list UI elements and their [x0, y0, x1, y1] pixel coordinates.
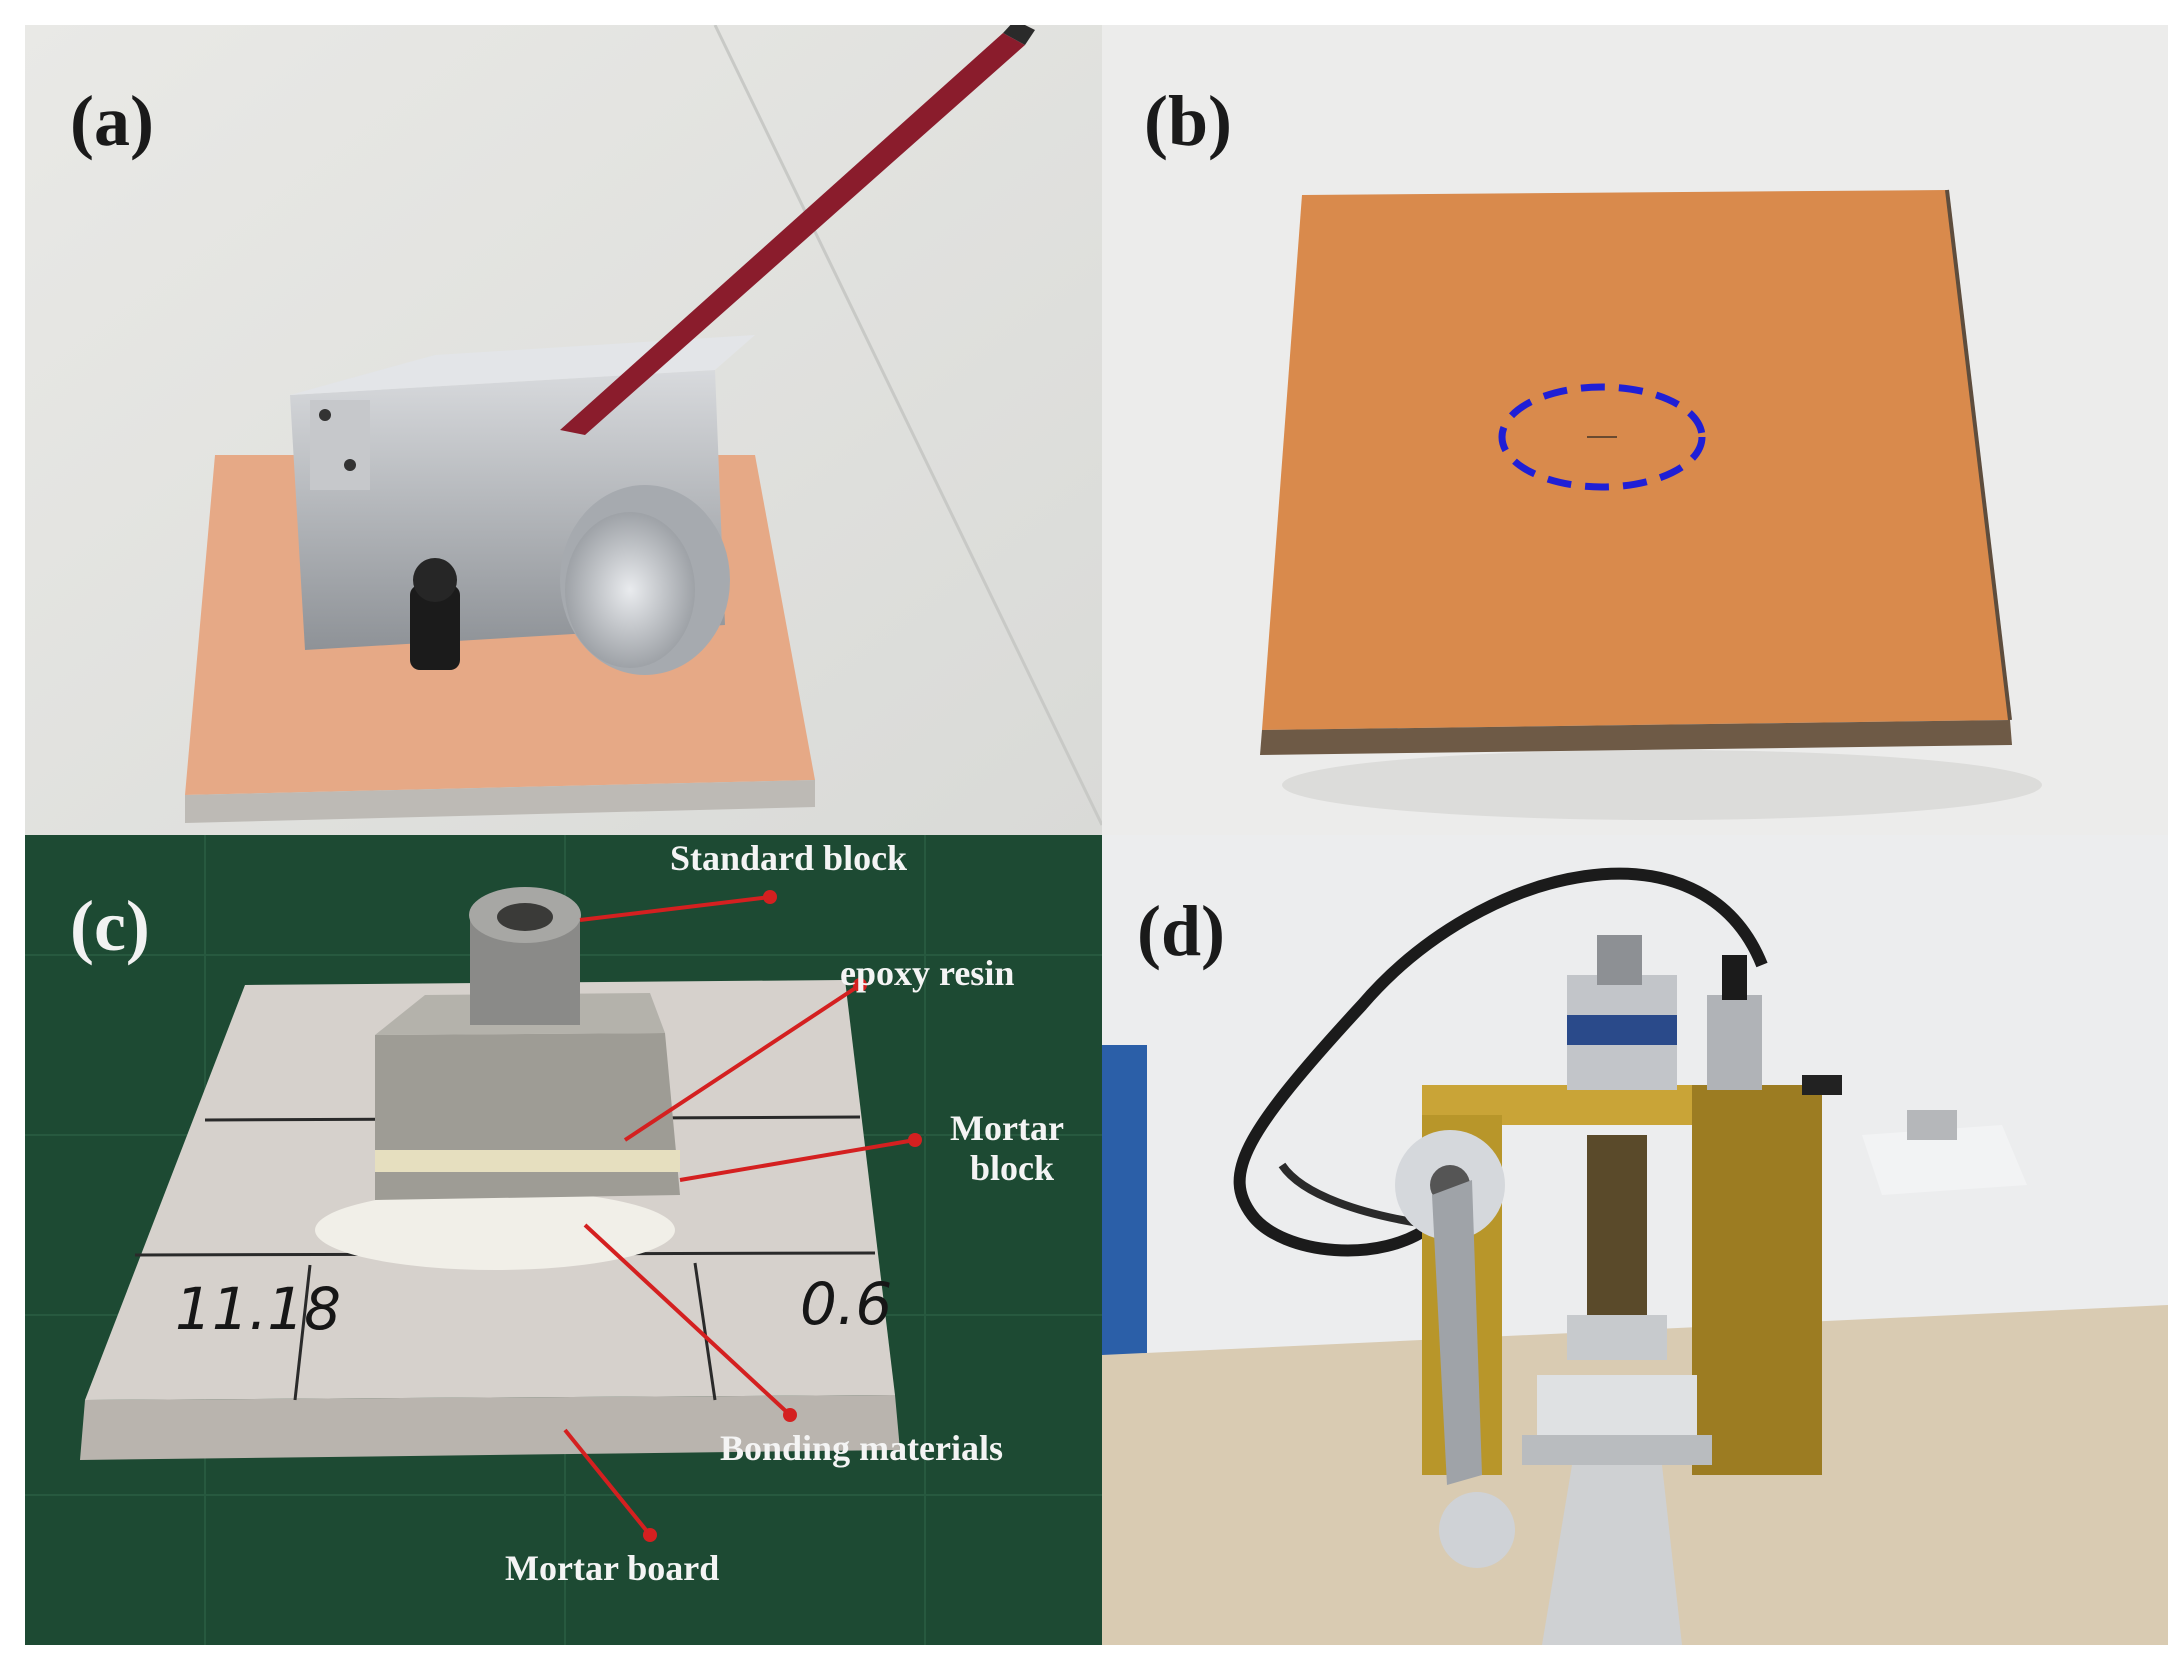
annotation-mortar-block-line2: block [970, 1148, 1055, 1188]
panel-b: (b) [1102, 25, 2168, 835]
dashed-ellipse-marker [1498, 383, 1706, 491]
panel-c-photo [25, 835, 1102, 1645]
steel-cylinder [565, 512, 695, 668]
tile-orange [1262, 190, 2010, 730]
crank-arm [1432, 1180, 1482, 1485]
bonding-material [315, 1190, 675, 1270]
handwriting-left: 11.18 [175, 1275, 342, 1343]
panel-a-photo [25, 25, 1102, 835]
annotation-standard-block: Standard block [670, 838, 908, 878]
panel-c-label: (c) [70, 886, 150, 966]
panel-a: (a) [25, 25, 1102, 835]
leader-epoxy-resin [623, 983, 862, 1142]
pencil [560, 33, 1025, 435]
leader-mortar-board [563, 1428, 652, 1537]
leader-bonding-materials [583, 1223, 792, 1417]
panel-d: (d) [1102, 835, 2168, 1645]
panel-d-label: (d) [1137, 891, 1225, 971]
panel-b-label: (b) [1144, 81, 1232, 161]
mortar-block [375, 1033, 680, 1200]
panel-b-photo [1102, 25, 2168, 835]
annotation-bonding-materials: Bonding materials [720, 1428, 1004, 1468]
panel-a-label: (a) [70, 81, 154, 161]
leader-standard-block [579, 895, 771, 922]
annotation-epoxy-resin: epoxy resin [840, 953, 1015, 993]
sensor-cable [1233, 867, 1768, 1257]
leader-mortar-block [679, 1138, 916, 1182]
annotation-mortar-block-line1: Mortar [950, 1108, 1064, 1148]
panel-c: (c) Standard block epoxy resin Mortar bl… [25, 835, 1102, 1645]
annotation-mortar-board: Mortar board [505, 1548, 720, 1588]
epoxy-layer [375, 1150, 680, 1172]
handwriting-right: 0.6 [800, 1270, 893, 1338]
knob [410, 585, 460, 670]
panel-d-photo [1102, 835, 2168, 1645]
coupling-joint [1587, 1135, 1647, 1335]
